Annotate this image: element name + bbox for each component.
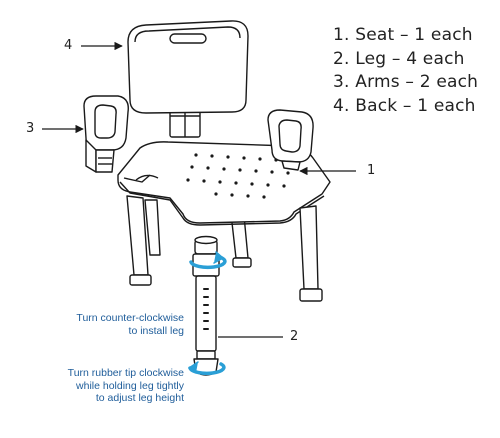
rotation-arrow-bottom-icon — [188, 361, 226, 376]
parts-list-item: 2. Leg – 4 each — [333, 48, 465, 69]
chair-arm-right — [267, 109, 314, 171]
parts-list-item: 4. Back – 1 each — [333, 95, 476, 116]
front-legs — [126, 195, 323, 302]
chair-seat — [117, 141, 331, 226]
parts-list-item: 1. Seat – 1 each — [333, 25, 473, 45]
instruction-install-leg: Turn counter-clockwise to install leg — [76, 312, 184, 337]
callout-number-leg: 2 — [290, 329, 299, 344]
chair-arm-left — [83, 95, 129, 173]
callout-number-seat: 1 — [367, 163, 376, 178]
parts-list: 1. Seat – 1 each 2. Leg – 4 each 3. Arms… — [333, 24, 478, 118]
chair-back — [127, 20, 249, 114]
callout-number-back: 4 — [64, 38, 73, 53]
instruction-adjust-height: Turn rubber tip clockwise while holding … — [67, 367, 184, 404]
parts-list-item: 3. Arms – 2 each — [333, 72, 479, 92]
callout-number-arms: 3 — [26, 121, 35, 136]
seat-drain-holes — [186, 153, 290, 199]
leg-adjustment-holes — [203, 288, 209, 330]
rotation-arrow-top-icon — [189, 251, 227, 270]
